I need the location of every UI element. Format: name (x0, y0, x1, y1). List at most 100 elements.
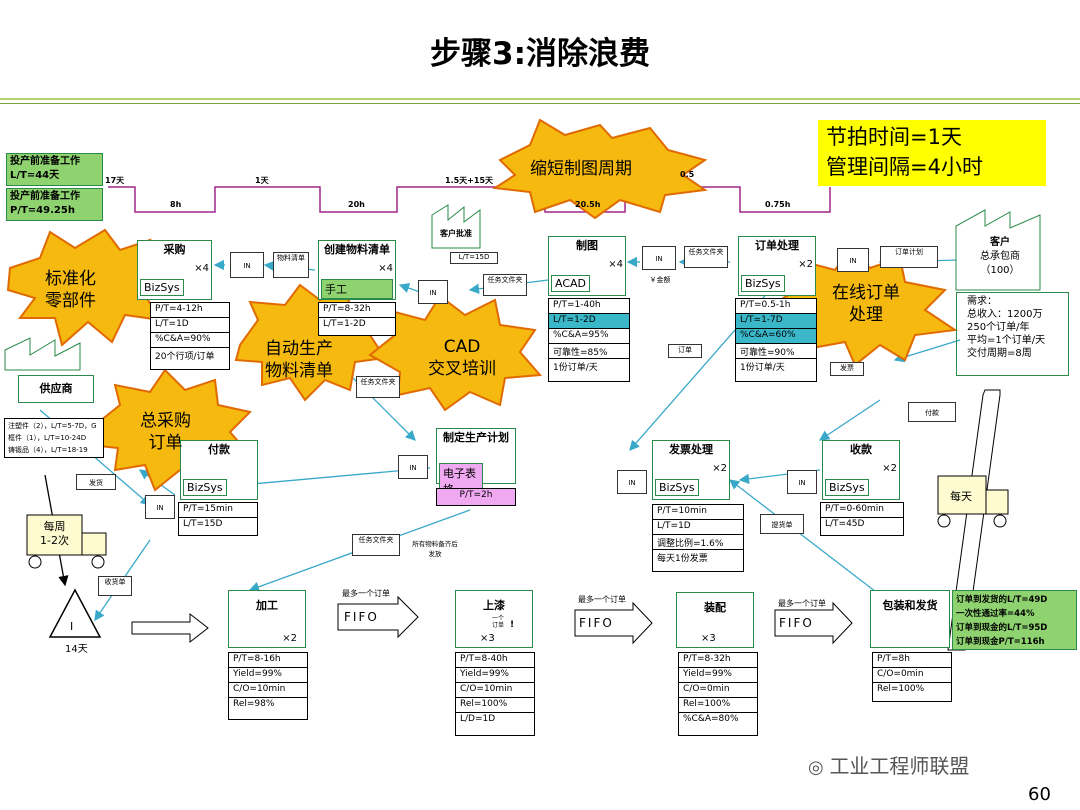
data-box-draw: P/T=1-40h L/T=1-2D %C&A=95% 可靠性=85% 1份订单… (548, 298, 630, 382)
watermark-text: 工业工程师联盟 (829, 754, 970, 778)
data-row: C/O=10min (456, 683, 534, 698)
prework-pt-label: 投产前准备工作 (10, 191, 80, 202)
prework-pt-value: P/T=49.25h (10, 205, 75, 216)
burst-text-line: 标准化 (45, 269, 96, 289)
data-row: 可靠性=90% (736, 344, 816, 359)
data-row: P/T=8-40h (456, 653, 534, 668)
process-assembly-name: 装配 (704, 601, 726, 614)
burst-shape-4 (368, 294, 543, 412)
process-purchase-sys: BizSys (140, 279, 184, 296)
burst-text-line: 订单 (148, 433, 183, 453)
summary-line: 订单到发货的L/T=49D (956, 595, 1048, 605)
fifo-label: FIFO (779, 616, 814, 630)
customer-sub1: 总承包商 (980, 251, 1020, 262)
data-box-paint: P/T=8-40h Yield=99% C/O=10min Rel=100% L… (455, 652, 535, 736)
burst-reduce-drawing: 缩短制图周期 (530, 159, 632, 179)
process-pack: 包装和发货 (870, 590, 950, 648)
data-box-pay: P/T=15min L/T=15D (178, 502, 258, 536)
data-row: Rel=98% (233, 699, 275, 709)
in-box: IN (230, 252, 264, 278)
inventory-days: 14天 (65, 644, 88, 655)
takt-time: 节拍时间=1天 (826, 125, 962, 149)
data-row: L/T=15D (183, 519, 223, 529)
process-order-mult: ×2 (798, 259, 813, 270)
data-row: P/T=0-60min (821, 503, 903, 518)
data-row: P/T=8-32h (679, 653, 757, 668)
customer-box: 客户 总承包商 （100） (960, 236, 1040, 290)
title-rule-bottom (0, 103, 1080, 104)
process-plan-name: 制定生产计划 (443, 431, 509, 444)
customer-demand: 需求： 总收入：1200万 250个订单/年 平均=1个订单/天 交付周期=8周 (956, 292, 1069, 376)
summary-box: 订单到发货的L/T=49D 一次性通过率=44% 订单到现金的L/T=95D 订… (952, 590, 1077, 650)
data-box-collect: P/T=0-60min L/T=45D (820, 502, 904, 536)
summary-line: 订单到现金P/T=116h (956, 637, 1045, 647)
data-row: L/T=1-2D (323, 319, 366, 329)
burst-text-line: 总采购 (140, 411, 191, 431)
process-pay: 付款 BizSys (180, 440, 258, 500)
supplier-line: 框件（1），L/T=10-24D (8, 434, 87, 442)
process-collect: 收款 ×2 BizSys (822, 440, 900, 500)
data-box-order: P/T=0.5-1h L/T=1-7D %C&A=60% 可靠性=90% 1份订… (735, 298, 817, 382)
timeline-line (108, 186, 831, 213)
burst-online-order: 在线订单 处理 (832, 282, 900, 326)
process-draw: 制图 ×4 ACAD (548, 236, 626, 296)
data-box-plan: P/T=2h (436, 488, 516, 506)
in-box: IN (617, 470, 647, 494)
burst-auto-bom: 自动生产 物料清单 (265, 338, 333, 382)
data-row: P/T=8-16h (229, 653, 307, 668)
burst-cad: CAD 交叉培训 (428, 336, 496, 380)
max-order-label: 最多一个订单 (578, 595, 626, 604)
burst-text-line: 物料清单 (265, 361, 333, 381)
in-box: IN (837, 248, 869, 272)
process-machining-name: 加工 (256, 599, 278, 612)
data-box-machining: P/T=8-16h Yield=99% C/O=10min Rel=98% (228, 652, 308, 720)
data-row: P/T=1-40h (549, 299, 629, 314)
tag-order: 订单 (668, 344, 702, 358)
data-row: 每天1份发票 (657, 554, 708, 564)
control-interval: 管理间隔=4小时 (826, 155, 983, 179)
customer-sub2: （100） (980, 265, 1020, 276)
process-draw-mult: ×4 (608, 259, 623, 270)
tag-task-file: 任务文件夹 (356, 376, 400, 398)
prework-lt-box: 投产前准备工作 L/T=44天 (6, 153, 103, 186)
data-box-bom: P/T=8-32h L/T=1-2D (318, 302, 396, 336)
tag-task-file: 任务文件夹 (352, 534, 400, 556)
note-amount: ￥金额 (649, 276, 671, 284)
fifo-label: FIFO (344, 610, 379, 624)
wechat-icon: ◎ (808, 757, 830, 778)
watermark: ◎ 工业工程师联盟 (808, 750, 969, 779)
process-machining: 加工 ×2 (228, 590, 306, 648)
data-row: %C&A=95% (549, 329, 629, 344)
process-paint-mult: ×3 (480, 633, 495, 644)
customer-name: 客户 (990, 237, 1010, 248)
data-row: C/O=10min (229, 683, 307, 698)
process-assembly: 装配 ×3 (676, 592, 754, 648)
timeline-p1: 8h (170, 200, 182, 209)
process-invoice-name: 发票处理 (669, 443, 713, 456)
data-row: P/T=15min (179, 503, 257, 518)
data-box-pack: P/T=8h C/O=0min Rel=100% (872, 652, 952, 702)
page-number: 60 (1028, 784, 1051, 805)
process-paint: 上漆 一个订单 ×3 (455, 590, 533, 648)
data-row: P/T=2h (459, 490, 493, 500)
data-row: L/T=1D (653, 520, 743, 535)
data-row: Rel=100% (877, 684, 925, 694)
data-row: L/T=1-7D (736, 314, 816, 329)
data-row: 1份订单/天 (553, 363, 598, 373)
process-paint-note: 一个订单 (492, 615, 505, 629)
in-box: IN (642, 246, 676, 270)
process-pack-name: 包装和发货 (882, 599, 938, 612)
data-row: 可靠性=85% (549, 344, 629, 359)
data-row: C/O=0min (679, 683, 757, 698)
data-row: %C&A=80% (683, 714, 739, 724)
process-plan: 制定生产计划 电子表格 (436, 428, 516, 499)
in-box: IN (398, 455, 428, 479)
max-order-label: 最多一个订单 (778, 599, 826, 608)
process-collect-sys: BizSys (825, 479, 869, 496)
process-order: 订单处理 ×2 BizSys (738, 236, 816, 296)
data-row: %C&A=60% (736, 329, 816, 344)
process-assembly-mult: ×3 (701, 633, 716, 644)
summary-line: 一次性通过率=44% (956, 609, 1035, 619)
data-row: L/D=1D (460, 714, 496, 724)
